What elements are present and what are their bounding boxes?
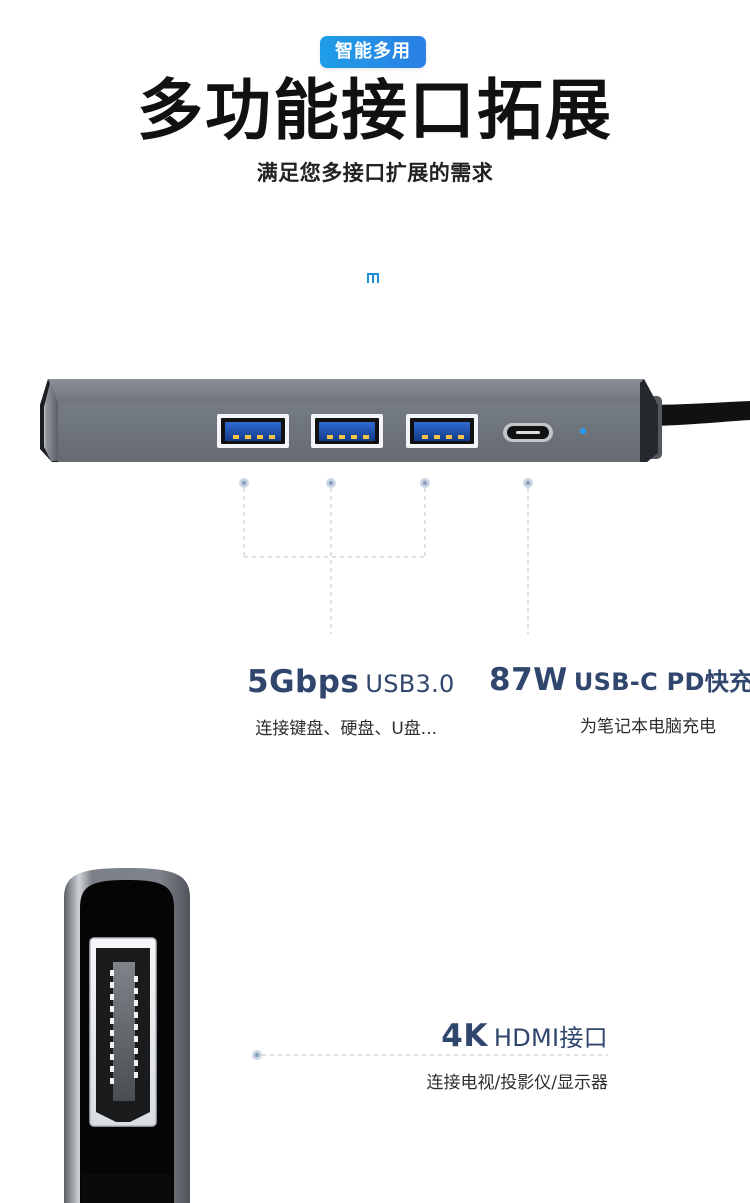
pd-description: 为笔记本电脑充电 — [580, 717, 716, 737]
status-led-icon — [580, 428, 586, 434]
page-title: 多功能接口拓展 — [137, 72, 613, 149]
usb-description: 连接键盘、硬盘、U盘... — [255, 719, 437, 739]
usb-standard: USB3.0 — [365, 670, 455, 698]
mini-port-icon — [367, 273, 379, 283]
pd-power: 87W — [489, 662, 568, 698]
type-c-port — [503, 423, 553, 442]
hdmi-port-image — [64, 868, 190, 1203]
smart-badge: 智能多用 — [320, 36, 426, 68]
usb-port-2 — [311, 414, 383, 448]
usb-hub-image — [40, 379, 750, 462]
usb-port-3 — [406, 414, 478, 448]
hdmi-description: 连接电视/投影仪/显示器 — [426, 1073, 608, 1093]
hdmi-resolution: 4K — [441, 1018, 488, 1054]
usb-port-1 — [217, 414, 289, 448]
pd-standard: USB-C PD快充 — [573, 668, 750, 696]
page-subtitle: 满足您多接口扩展的需求 — [256, 161, 494, 185]
hdmi-standard: HDMI接口 — [493, 1024, 608, 1052]
usb-speed: 5Gbps — [247, 664, 360, 700]
